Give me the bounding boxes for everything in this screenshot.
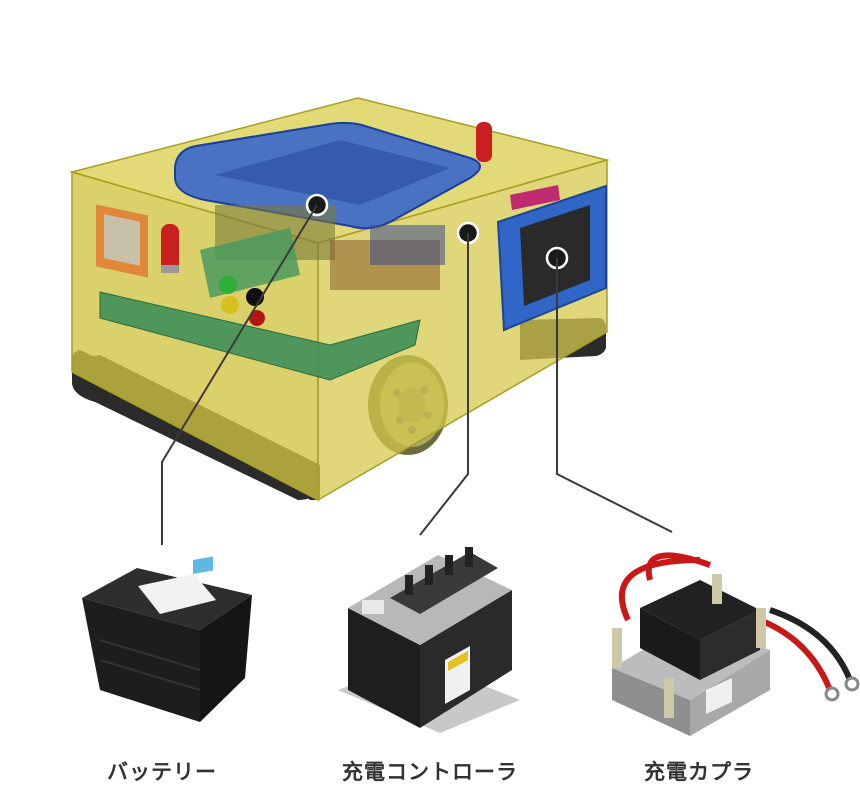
pcb-board bbox=[99, 291, 421, 381]
label-charge-controller: 充電コントローラ bbox=[342, 760, 518, 784]
charge-coupler-photo bbox=[612, 552, 860, 736]
battery-photo bbox=[82, 556, 252, 722]
indicator-lamp-front bbox=[161, 224, 179, 272]
charge-controller-photo bbox=[338, 547, 520, 733]
label-battery: バッテリー bbox=[107, 760, 217, 784]
robot-cutaway-illustration bbox=[69, 97, 610, 502]
red-button-icon bbox=[249, 310, 265, 326]
callout-line-battery bbox=[161, 204, 318, 545]
indicator-lamp-rear bbox=[476, 122, 492, 162]
callout-line-coupler bbox=[556, 258, 673, 533]
label-charge-coupler: 充電カプラ bbox=[644, 760, 754, 784]
callout-line-controller bbox=[419, 233, 469, 536]
green-button-icon bbox=[219, 276, 237, 294]
yellow-button-icon bbox=[221, 296, 239, 314]
